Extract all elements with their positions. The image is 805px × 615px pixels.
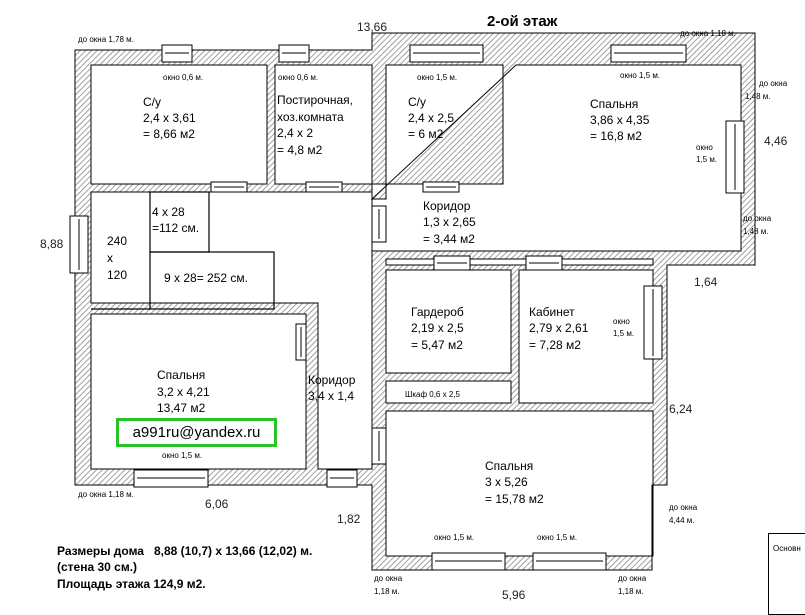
wall-thickness-note: (стена 30 см.) xyxy=(57,560,137,574)
room-size: 3 х 5,26 xyxy=(485,475,528,489)
dimension-label: 6,06 xyxy=(205,497,229,511)
room-name: С/у xyxy=(408,95,426,109)
room-name: Кабинет xyxy=(529,305,575,319)
stair-label: х xyxy=(107,251,113,265)
floor-area-note: Площадь этажа 124,9 м2. xyxy=(57,577,206,591)
doors xyxy=(210,181,563,488)
room-label-wardrobe: Гардероб 2,19 х 2,5 = 5,47 м2 xyxy=(411,305,464,352)
walls xyxy=(74,32,756,571)
room-label-laundry: Постирочная, хоз.комната 2,4 х 2 = 4,8 м… xyxy=(277,93,353,157)
room-size: 3,4 х 1,4 xyxy=(308,389,354,403)
window-label: окно 1,5 м. xyxy=(537,533,577,542)
stair-label: 9 х 28= 252 см. xyxy=(164,271,248,285)
dimension-label: 1,82 xyxy=(337,512,361,526)
distance-label: 1,18 м. xyxy=(618,587,644,596)
room-area: = 4,8 м2 xyxy=(277,143,323,157)
room-size: 2,4 х 2,5 xyxy=(408,111,454,125)
window-label: окно 0,6 м. xyxy=(163,73,203,82)
room-area: = 15,78 м2 xyxy=(485,492,544,506)
windows xyxy=(69,44,745,571)
distance-label: до окна xyxy=(743,214,772,223)
distance-label: до окна xyxy=(618,574,647,583)
closet-label: Шкаф 0,6 х 2,5 xyxy=(405,390,461,399)
legend-box: Основн xyxy=(768,533,805,615)
room-label-bedroom-2: Спальня 3,2 х 4,21 13,47 м2 xyxy=(157,368,210,415)
room-area: = 7,28 м2 xyxy=(529,338,581,352)
room-label-bedroom-1: Спальня 3,86 х 4,35 = 16,8 м2 xyxy=(590,97,650,143)
plan-title: 2-ой этаж xyxy=(487,13,558,30)
room-label-su1: С/у 2,4 х 3,61 = 8,66 м2 xyxy=(143,95,196,141)
room-area: 13,47 м2 xyxy=(157,401,206,415)
room-area: = 16,8 м2 xyxy=(590,129,642,143)
distance-label: 1,48 м. xyxy=(743,227,769,236)
distance-label: 4,44 м. xyxy=(669,516,695,525)
room-label-cabinet: Кабинет 2,79 х 2,61 = 7,28 м2 xyxy=(529,305,589,352)
room-name: Спальня xyxy=(590,97,638,111)
room-label-corridor-2: Коридор 3,4 х 1,4 xyxy=(308,373,356,403)
stair-label: 4 х 28 xyxy=(152,205,185,219)
window-label: окно 1,5 м. xyxy=(162,451,202,460)
room-name: С/у xyxy=(143,95,161,109)
stair-label: 240 xyxy=(107,234,127,248)
room-size: 2,4 х 3,61 xyxy=(143,111,196,125)
room-name-2: хоз.комната xyxy=(277,110,344,124)
stairs xyxy=(91,191,275,310)
window-label: окно xyxy=(696,143,713,152)
room-size: 1,3 х 2,65 xyxy=(423,215,476,229)
distance-label: 1,18 м. xyxy=(374,587,400,596)
dimension-label: 8,88 xyxy=(40,237,64,251)
room-area: = 6 м2 xyxy=(408,127,444,141)
room-size: 2,79 х 2,61 xyxy=(529,321,589,335)
window-label: 1,5 м. xyxy=(696,155,717,164)
house-dimensions-note: Размеры дома 8,88 (10,7) х 13,66 (12,02)… xyxy=(57,544,312,558)
dimension-label: 4,46 xyxy=(764,134,788,148)
room-size: 2,19 х 2,5 xyxy=(411,321,464,335)
window-label: окно 0,6 м. xyxy=(278,73,318,82)
room-name: Коридор xyxy=(308,373,356,387)
room-name: Спальня xyxy=(485,459,533,473)
room-size: 2,4 х 2 xyxy=(277,126,313,140)
dimension-label: 6,24 xyxy=(669,402,693,416)
dimension-label: 1,64 xyxy=(694,275,718,289)
distance-label: до окна 1,78 м. xyxy=(78,35,134,44)
room-area: = 3,44 м2 xyxy=(423,232,475,246)
window-label: окно 1,5 м. xyxy=(620,71,660,80)
distance-label: до окна 1,18 м. xyxy=(680,29,736,38)
email-label: a991ru@yandex.ru xyxy=(116,418,277,447)
room-name: Гардероб xyxy=(411,305,464,319)
dimension-label: 5,96 xyxy=(502,588,526,602)
room-name: Коридор xyxy=(423,199,471,213)
room-label-su2: С/у 2,4 х 2,5 = 6 м2 xyxy=(408,95,454,141)
stair-label: 120 xyxy=(107,268,127,282)
window-label: окно xyxy=(613,317,630,326)
dimension-label: 13,66 xyxy=(357,20,387,34)
room-label-corridor-1: Коридор 1,3 х 2,65 = 3,44 м2 xyxy=(423,199,476,246)
room-name: Постирочная, xyxy=(277,93,353,107)
room-name: Спальня xyxy=(157,368,205,382)
room-area: = 5,47 м2 xyxy=(411,338,463,352)
window-label: окно 1,5 м. xyxy=(417,73,457,82)
stair-label: =112 см. xyxy=(152,221,199,235)
room-area: = 8,66 м2 xyxy=(143,127,195,141)
room-size: 3,86 х 4,35 xyxy=(590,113,650,127)
room-label-bedroom-3: Спальня 3 х 5,26 = 15,78 м2 xyxy=(485,459,544,506)
window-label: 1,5 м. xyxy=(613,329,634,338)
distance-label: до окна xyxy=(669,503,698,512)
distance-label: до окна xyxy=(759,79,788,88)
room-size: 3,2 х 4,21 xyxy=(157,385,210,399)
window-label: окно 1,5 м. xyxy=(434,533,474,542)
distance-label: до окна xyxy=(374,574,403,583)
distance-label: 1,48 м. xyxy=(745,92,771,101)
distance-label: до окна 1,18 м. xyxy=(78,490,134,499)
